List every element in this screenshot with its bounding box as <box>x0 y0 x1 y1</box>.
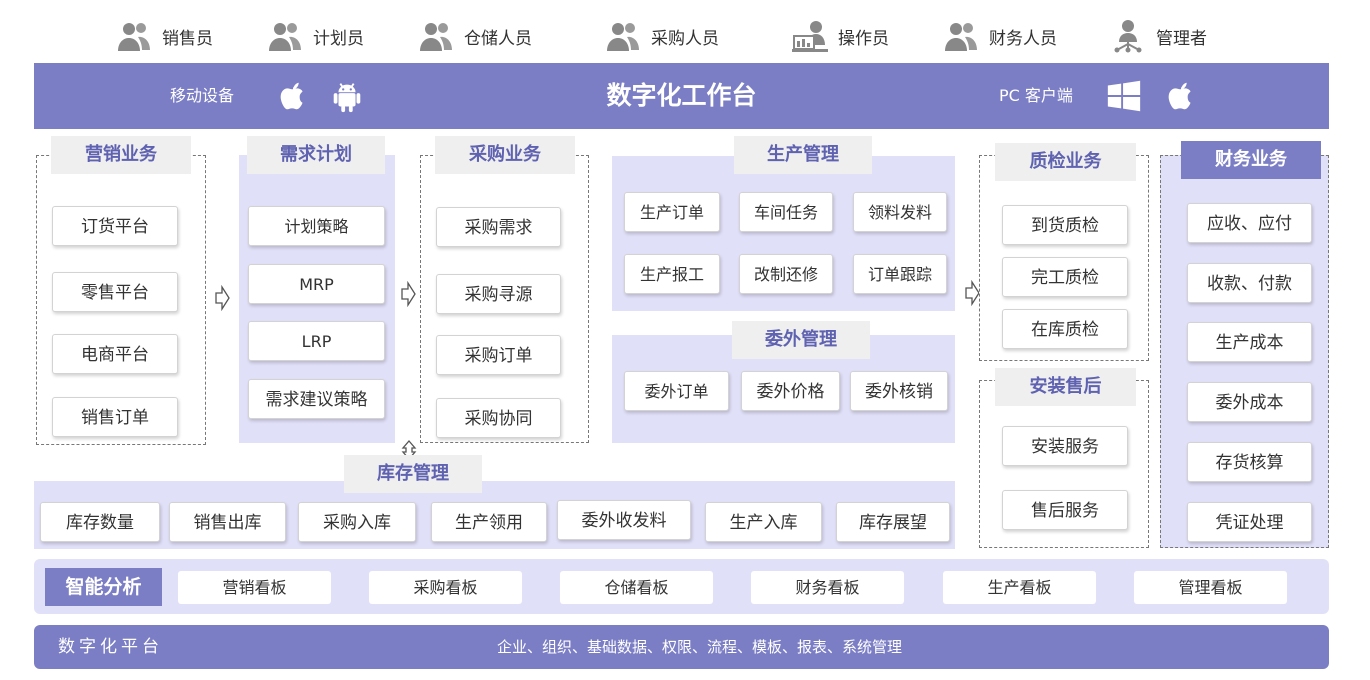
role-purchasing: 采购人员 <box>605 16 719 56</box>
after-sales-title: 安装售后 <box>995 368 1136 406</box>
quality-item[interactable]: 完工质检 <box>1002 257 1128 297</box>
marketing-title: 营销业务 <box>51 136 191 174</box>
arrow-right-icon <box>215 285 230 311</box>
quality-item[interactable]: 到货质检 <box>1002 205 1128 245</box>
marketing-item[interactable]: 电商平台 <box>52 334 178 374</box>
finance-item[interactable]: 凭证处理 <box>1187 502 1312 542</box>
outsourcing-item[interactable]: 委外订单 <box>624 371 729 411</box>
after-sales-item[interactable]: 安装服务 <box>1002 426 1128 466</box>
dashboard-tile[interactable]: 仓储看板 <box>560 571 713 604</box>
platform-content: 企业、组织、基础数据、权限、流程、模板、报表、系统管理 <box>497 638 903 656</box>
purchase-item[interactable]: 采购需求 <box>436 207 561 247</box>
workbench-bar: 数字化工作台 移动设备 PC 客户端 <box>34 63 1329 129</box>
users-icon <box>945 23 977 51</box>
inventory-title: 库存管理 <box>344 455 482 493</box>
role-finance: 财务人员 <box>943 16 1057 56</box>
finance-item[interactable]: 生产成本 <box>1187 322 1312 362</box>
arrow-right-icon <box>965 280 980 306</box>
apple-icon <box>280 82 303 110</box>
quality-title: 质检业务 <box>995 143 1136 181</box>
dashboard-tile[interactable]: 采购看板 <box>369 571 522 604</box>
role-sales: 销售员 <box>116 16 213 56</box>
marketing-item[interactable]: 订货平台 <box>52 206 178 246</box>
role-label: 计划员 <box>313 28 364 49</box>
inventory-item[interactable]: 采购入库 <box>298 502 416 542</box>
demand-title: 需求计划 <box>247 136 385 174</box>
role-manager: 管理者 <box>1110 16 1207 56</box>
users-icon <box>420 23 452 51</box>
demand-item[interactable]: 需求建议策略 <box>248 379 385 419</box>
production-item[interactable]: 改制还修 <box>739 254 833 294</box>
role-label: 销售员 <box>162 28 213 49</box>
production-item[interactable]: 领料发料 <box>853 192 947 232</box>
pc-label: PC 客户端 <box>999 86 1073 105</box>
outsourcing-item[interactable]: 委外价格 <box>741 371 840 411</box>
role-planner: 计划员 <box>267 16 364 56</box>
role-label: 仓储人员 <box>464 28 532 49</box>
demand-item[interactable]: LRP <box>248 321 385 361</box>
purchase-item[interactable]: 采购协同 <box>436 398 561 438</box>
purchase-item[interactable]: 采购订单 <box>436 335 561 375</box>
role-label: 财务人员 <box>989 28 1057 49</box>
role-warehouse: 仓储人员 <box>418 16 532 56</box>
after-sales-item[interactable]: 售后服务 <box>1002 490 1128 530</box>
inventory-item[interactable]: 库存数量 <box>40 502 160 542</box>
outsourcing-item[interactable]: 委外核销 <box>850 371 948 411</box>
quality-item[interactable]: 在库质检 <box>1002 309 1128 349</box>
windows-icon <box>1107 80 1141 112</box>
inventory-item[interactable]: 库存展望 <box>836 502 950 542</box>
finance-item[interactable]: 应收、应付 <box>1187 203 1312 243</box>
arrow-right-icon <box>401 281 416 307</box>
users-icon <box>118 23 150 51</box>
finance-item[interactable]: 委外成本 <box>1187 382 1312 422</box>
outsourcing-title: 委外管理 <box>732 321 870 359</box>
role-label: 操作员 <box>838 28 889 49</box>
marketing-item[interactable]: 销售订单 <box>52 397 178 437</box>
dashboard-tile[interactable]: 管理看板 <box>1134 571 1287 604</box>
production-title: 生产管理 <box>734 136 872 174</box>
manager-icon <box>1114 20 1142 53</box>
purchase-title: 采购业务 <box>435 136 575 174</box>
finance-title: 财务业务 <box>1181 141 1321 179</box>
finance-item[interactable]: 存货核算 <box>1187 442 1312 482</box>
android-icon <box>333 83 361 113</box>
role-operator: 操作员 <box>792 16 889 56</box>
workbench-title: 数字化工作台 <box>606 81 757 110</box>
marketing-item[interactable]: 零售平台 <box>52 272 178 312</box>
demand-item[interactable]: MRP <box>248 264 385 304</box>
inventory-item[interactable]: 委外收发料 <box>557 500 691 540</box>
dashboard-tile[interactable]: 财务看板 <box>751 571 904 604</box>
production-item[interactable]: 生产订单 <box>624 192 720 232</box>
inventory-item[interactable]: 生产领用 <box>431 502 547 542</box>
dashboard-tile[interactable]: 生产看板 <box>943 571 1096 604</box>
apple-icon <box>1168 82 1191 110</box>
dashboard-tile[interactable]: 营销看板 <box>178 571 331 604</box>
finance-item[interactable]: 收款、付款 <box>1187 263 1312 303</box>
mobile-label: 移动设备 <box>170 86 235 105</box>
platform-title: 数字化平台 <box>58 637 163 657</box>
users-icon <box>269 23 301 51</box>
role-label: 采购人员 <box>651 28 719 49</box>
analysis-title: 智能分析 <box>45 568 162 606</box>
platform-bar <box>34 625 1329 669</box>
inventory-item[interactable]: 生产入库 <box>705 502 822 542</box>
demand-item[interactable]: 计划策略 <box>248 206 385 246</box>
production-item[interactable]: 生产报工 <box>624 254 720 294</box>
purchase-item[interactable]: 采购寻源 <box>436 274 561 314</box>
role-label: 管理者 <box>1156 28 1207 49</box>
production-item[interactable]: 车间任务 <box>739 192 833 232</box>
inventory-item[interactable]: 销售出库 <box>169 502 286 542</box>
operator-icon <box>792 21 828 52</box>
production-item[interactable]: 订单跟踪 <box>853 254 947 294</box>
users-icon <box>607 23 639 51</box>
